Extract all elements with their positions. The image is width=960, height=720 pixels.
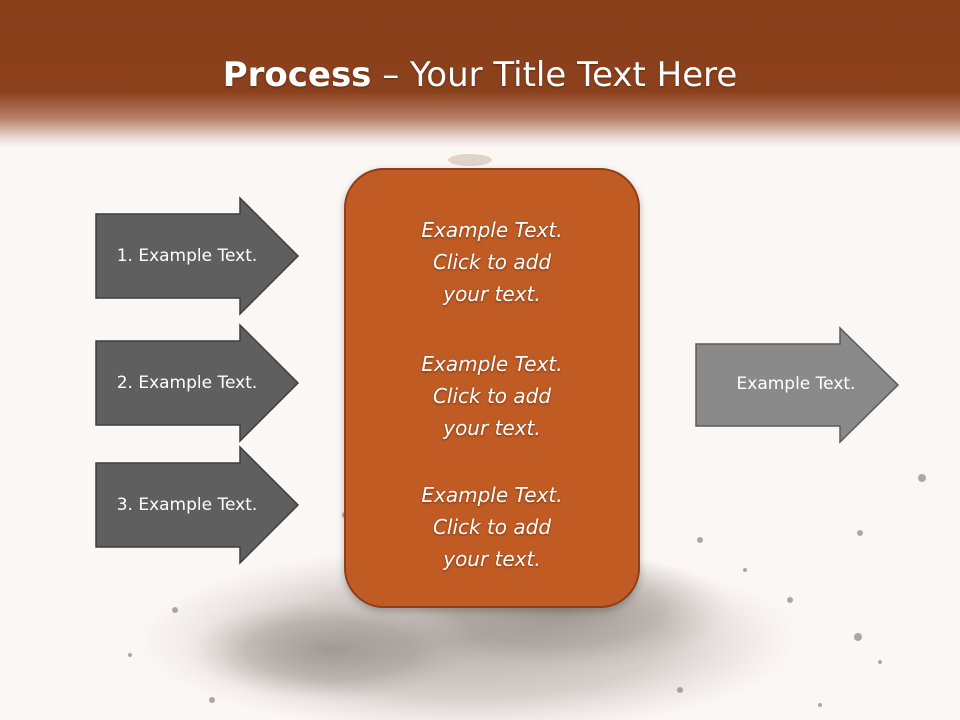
- text-block-3-line3: your text.: [443, 547, 541, 571]
- arrow-label-3: 3. Example Text.: [116, 495, 258, 515]
- text-block-2-line3: your text.: [443, 416, 541, 440]
- text-block-1-line1: Example Text.: [421, 218, 563, 242]
- arrow-label-1: 1. Example Text.: [116, 246, 258, 266]
- text-block-2: Example Text. Click to add your text.: [346, 348, 638, 444]
- title-bold: Process: [222, 55, 372, 95]
- arrow-label-2: 2. Example Text.: [116, 373, 258, 393]
- text-block-3-line1: Example Text.: [421, 483, 563, 507]
- header-banner: [0, 0, 960, 148]
- slide-title[interactable]: Process – Your Title Text Here: [0, 52, 960, 98]
- center-text-box[interactable]: Example Text. Click to add your text. Ex…: [344, 168, 640, 608]
- text-block-2-line2: Click to add: [432, 384, 552, 408]
- text-block-2-line1: Example Text.: [421, 352, 563, 376]
- title-rest: – Your Title Text Here: [371, 55, 738, 95]
- arrow-shape-1[interactable]: [95, 196, 300, 316]
- text-block-3: Example Text. Click to add your text.: [346, 479, 638, 575]
- text-block-1: Example Text. Click to add your text.: [346, 214, 638, 310]
- text-block-1-line3: your text.: [443, 282, 541, 306]
- arrow-label-right: Example Text.: [736, 374, 856, 394]
- arrow-shape-right[interactable]: [695, 326, 900, 444]
- arrow-shape-2[interactable]: [95, 323, 300, 443]
- text-block-1-line2: Click to add: [432, 250, 552, 274]
- text-block-3-line2: Click to add: [432, 515, 552, 539]
- arrow-shape-3[interactable]: [95, 445, 300, 565]
